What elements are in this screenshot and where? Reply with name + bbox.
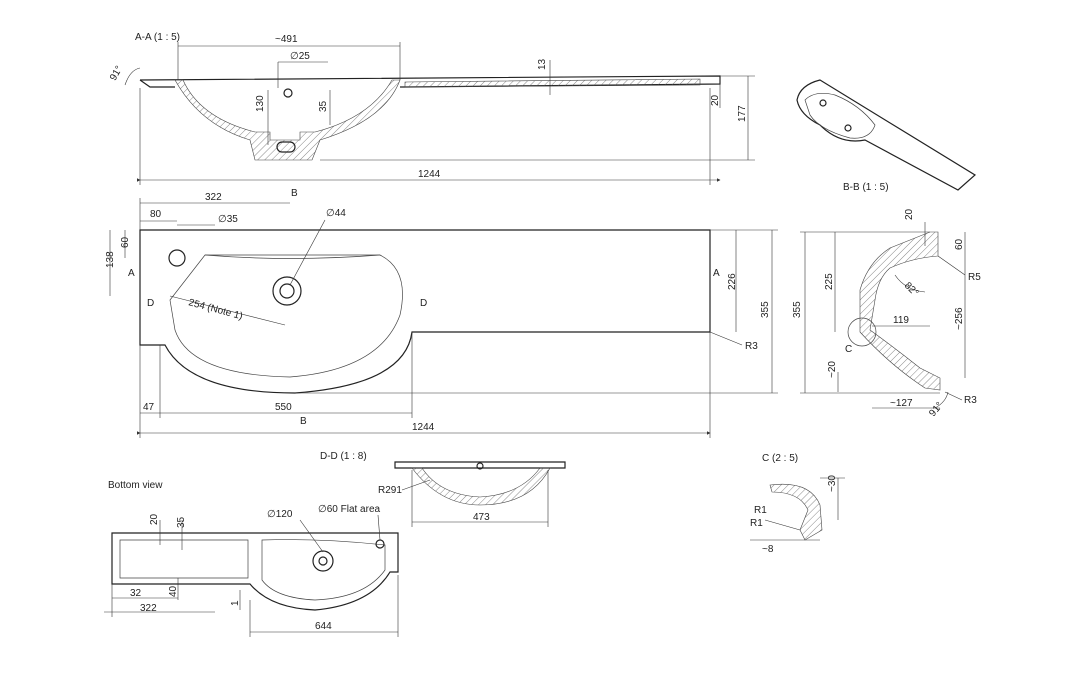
detail-c-view: C (2 : 5) ~30 R1 R1 ~8 [750, 453, 845, 555]
bb-dim-82: 82° [902, 280, 920, 298]
aa-dim-130: 130 [255, 95, 266, 112]
aa-dim-1244: 1244 [418, 169, 441, 180]
bb-dim-20: 20 [904, 208, 915, 220]
bottom-dim-322: 322 [140, 603, 157, 614]
bottom-dim-120: ∅120 [267, 509, 293, 520]
bb-dim-256: ~256 [954, 307, 965, 330]
bb-dim-20b: ~20 [827, 361, 838, 378]
aa-dim-13: 13 [537, 58, 548, 70]
top-dim-355: 355 [760, 301, 771, 318]
bottom-view-title: Bottom view [108, 480, 163, 491]
bottom-dim-40: 40 [168, 585, 179, 597]
section-bb-view: C 20 60 225 82° R5 355 ~256 119 ~20 ~127… [792, 208, 981, 419]
bb-dim-r3: R3 [964, 395, 977, 406]
section-dd-title: D-D (1 : 8) [320, 451, 367, 462]
bottom-dim-644: 644 [315, 621, 332, 632]
top-lbl-d1: D [147, 298, 154, 309]
bb-dim-355: 355 [792, 301, 803, 318]
bottom-view: Bottom view 20 35 ∅120 ∅60 Flat area 32 … [104, 480, 399, 637]
bottom-dim-20: 20 [149, 513, 160, 525]
bottom-dim-1: 1 [230, 600, 241, 606]
bb-dim-127: ~127 [890, 398, 913, 409]
aa-dim-25: ∅25 [290, 51, 310, 62]
top-lbl-a1: A [128, 268, 135, 279]
section-dd-view: D-D (1 : 8) 473 R291 [320, 451, 566, 527]
top-lbl-a2: A [713, 268, 720, 279]
top-dim-47: 47 [143, 402, 155, 413]
c-dim-r1b: R1 [750, 518, 763, 529]
top-dim-80: 80 [150, 209, 162, 220]
top-lbl-d2: D [420, 298, 427, 309]
isometric-view: B-B (1 : 5) [796, 79, 977, 193]
dd-dim-473: 473 [473, 512, 490, 523]
bottom-dim-32: 32 [130, 588, 142, 599]
bb-dim-r5: R5 [968, 272, 981, 283]
top-dim-35: ∅35 [218, 214, 238, 225]
bottom-dim-35: 35 [176, 516, 187, 528]
bb-dim-91: 91° [927, 400, 945, 419]
aa-dim-20: 20 [710, 94, 721, 106]
section-aa-view: A-A (1 : 5) ~491 ∅25 13 91° 130 35 20 17… [108, 32, 755, 185]
section-aa-title: A-A (1 : 5) [135, 32, 180, 43]
section-bb-title: B-B (1 : 5) [843, 182, 889, 193]
top-dim-550: 550 [275, 402, 292, 413]
aa-dim-177: 177 [737, 105, 748, 122]
bb-lbl-c: C [845, 344, 852, 355]
detail-c-title: C (2 : 5) [762, 453, 798, 464]
bottom-dim-60flat: ∅60 Flat area [318, 504, 381, 515]
aa-dim-35: 35 [318, 100, 329, 112]
top-view: 322 B 80 ∅35 ∅44 60 138 A A 254 (Note 1)… [105, 188, 778, 438]
top-dim-322: 322 [205, 192, 222, 203]
top-lbl-b1: B [291, 188, 298, 199]
top-dim-60: 60 [120, 236, 131, 248]
top-dim-1244: 1244 [412, 422, 435, 433]
bb-dim-60: 60 [954, 238, 965, 250]
dd-dim-r291: R291 [378, 485, 402, 496]
top-dim-r3: R3 [745, 341, 758, 352]
aa-dim-91: 91° [108, 64, 125, 83]
c-dim-30: ~30 [827, 475, 838, 492]
top-lbl-b2: B [300, 416, 307, 427]
aa-dim-491: ~491 [275, 34, 298, 45]
top-dim-44: ∅44 [326, 208, 346, 219]
c-dim-8: ~8 [762, 544, 774, 555]
bb-dim-225: 225 [824, 273, 835, 290]
top-dim-138: 138 [105, 251, 116, 268]
bb-dim-119: 119 [893, 315, 909, 326]
top-dim-226: 226 [727, 273, 738, 290]
c-dim-r1a: R1 [754, 505, 767, 516]
top-dim-254: 254 (Note 1) [187, 297, 244, 322]
